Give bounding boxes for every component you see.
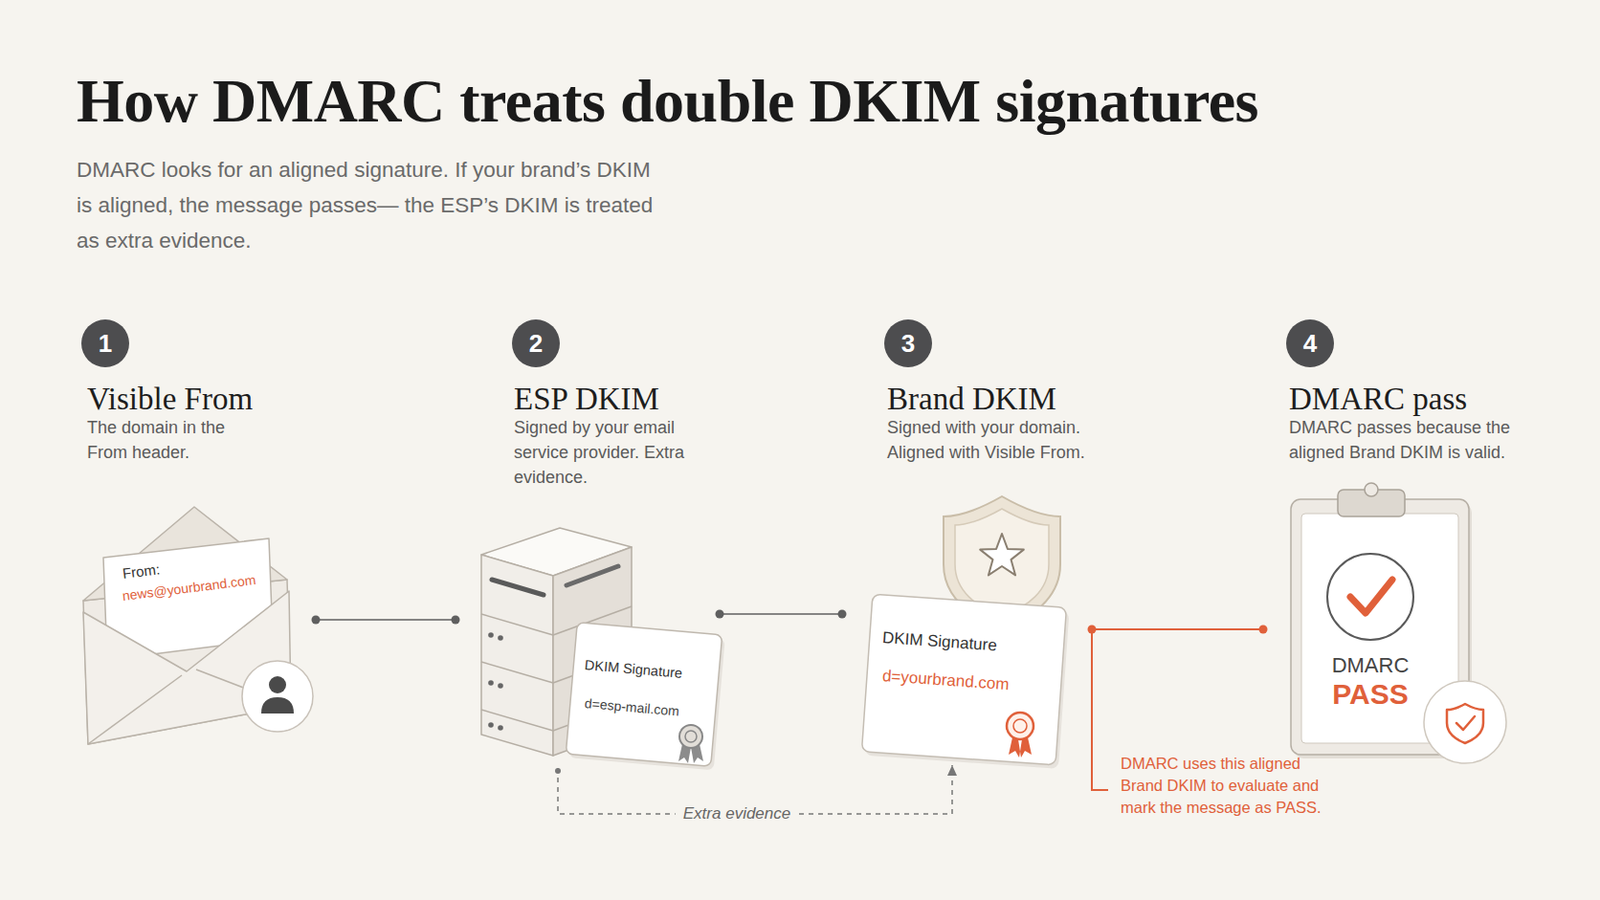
connector-dot [1259, 625, 1268, 635]
server-illustration [481, 555, 554, 756]
step-description: Signed by your email service provider. E… [513, 415, 691, 490]
step-heading: Brand DKIM [887, 380, 1057, 420]
connector-dot [838, 610, 847, 620]
illustrated-card: DKIM Signature d=esp-mail.com [455, 521, 720, 769]
illustrated-card: DKIM Signature d=yourbrand.com [842, 492, 1092, 766]
callout-note: DMARC uses this aligned Brand DKIM to ev… [1120, 753, 1324, 820]
connector-dot [555, 768, 561, 775]
avatar-badge [242, 661, 313, 733]
brand-signature-card [861, 594, 1069, 770]
arrow-head [947, 765, 957, 777]
avatar-badge [268, 676, 287, 694]
connector-dot [1088, 625, 1097, 635]
server-illustration [488, 722, 494, 729]
server-illustration [481, 710, 554, 732]
card-text: DKIM Signature [583, 657, 683, 682]
step-number: 3 [884, 319, 933, 368]
esp-signature-card [565, 622, 725, 772]
diagram-title: How DMARC treats double DKIM signatures [76, 65, 1259, 139]
connector-line [719, 613, 843, 616]
esp-signature-card [565, 622, 722, 768]
server-illustration [481, 662, 554, 684]
step-heading: DMARC pass [1288, 380, 1467, 420]
connector [1088, 625, 1268, 635]
clipboard-illustration [1350, 579, 1393, 614]
verified-badge [1456, 716, 1475, 731]
connector-dot [715, 610, 725, 620]
card-text: DMARC [1274, 653, 1467, 679]
brand-signature-card [1006, 712, 1034, 740]
step-number: 2 [511, 319, 560, 368]
step-number: 1 [81, 319, 130, 368]
avatar-badge [242, 661, 313, 733]
leader-line [1091, 629, 1109, 791]
shield-icon [979, 533, 1024, 576]
brand-signature-card [861, 594, 1067, 766]
server-illustration [497, 683, 504, 689]
server-illustration [488, 680, 494, 687]
illustrated-card: From:news@yourbrand.com [81, 502, 316, 752]
server-illustration [566, 566, 619, 586]
card-text: d=yourbrand.com [881, 666, 1010, 695]
illustrated-card: DMARCPASS [1263, 483, 1512, 771]
server-illustration [481, 614, 554, 636]
step-number: 4 [1286, 319, 1334, 368]
leader-line [1091, 629, 1109, 791]
esp-signature-card [685, 731, 697, 743]
brand-signature-card [1013, 719, 1027, 734]
card-text: d=esp-mail.com [583, 695, 680, 720]
server-illustration [497, 635, 504, 642]
verified-badge [1423, 681, 1507, 764]
verified-badge [1446, 704, 1484, 744]
step-heading: ESP DKIM [513, 380, 660, 420]
step-description: DMARC passes because the aligned Brand D… [1288, 415, 1534, 466]
envelope-illustration [88, 675, 182, 745]
card-text: From: [121, 560, 161, 582]
step-heading: Visible From [87, 380, 253, 420]
connector-dot [311, 616, 321, 625]
edge-label: Extra evidence [675, 804, 799, 824]
connector-line [315, 619, 456, 622]
clipboard-illustration [1364, 483, 1378, 497]
connector-line [1091, 628, 1264, 631]
step-description: Signed with your domain. Aligned with Vi… [887, 415, 1112, 466]
connector-dot [451, 616, 461, 625]
server-illustration [497, 725, 504, 732]
subtitle-text: DMARC looks for an aligned signature. If… [76, 152, 670, 259]
step-description: The domain in the From header. [87, 415, 250, 466]
card-text: PASS [1274, 678, 1467, 712]
esp-signature-card [679, 725, 703, 749]
server-illustration [488, 632, 494, 639]
verified-badge [1423, 681, 1507, 764]
connector [715, 610, 847, 620]
avatar-badge [261, 697, 294, 714]
server-illustration [491, 579, 544, 596]
clipboard-illustration [1327, 554, 1414, 641]
connector [311, 616, 461, 625]
card-text: DKIM Signature [881, 628, 998, 656]
